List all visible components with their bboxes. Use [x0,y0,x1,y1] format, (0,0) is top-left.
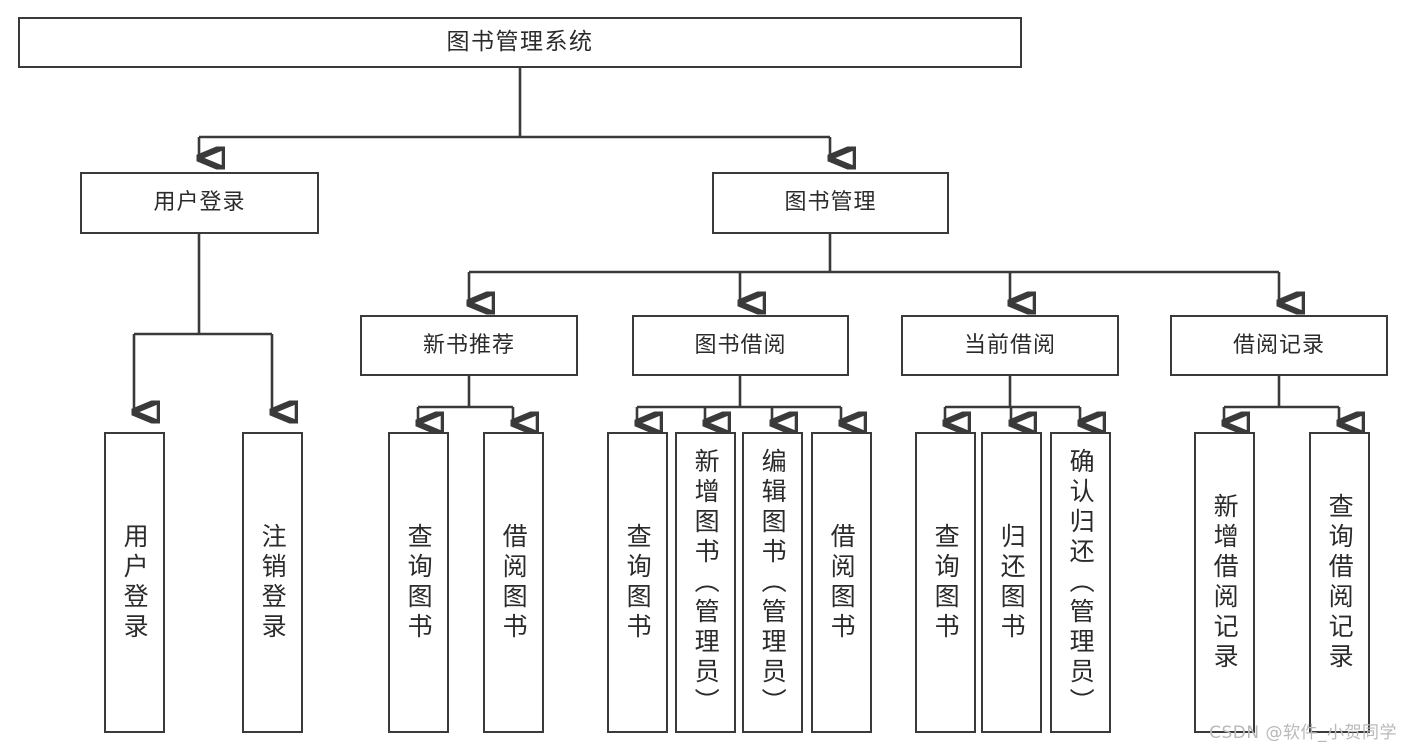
node-label: 确认归还（管理员） [1066,447,1096,718]
node-label: 用户登录 [153,190,246,216]
node-book-borrow[interactable]: 图书借阅 [632,315,849,376]
leaf-edit-book-admin[interactable]: 编辑图书（管理员） [742,432,803,733]
node-label: 查询图书 [623,522,653,643]
node-label: 图书管理系统 [446,29,594,56]
leaf-query-book-current[interactable]: 查询图书 [915,432,976,733]
leaf-query-book-borrow[interactable]: 查询图书 [607,432,668,733]
node-label: 图书管理 [784,190,877,216]
node-label: 查询图书 [931,522,961,643]
node-book-management[interactable]: 图书管理 [712,172,949,234]
node-label: 编辑图书（管理员） [758,447,788,718]
node-label: 新书推荐 [422,332,515,358]
node-label: 查询借阅记录 [1325,492,1355,673]
node-label: 新增图书（管理员） [691,447,721,718]
node-label: 当前借阅 [963,332,1056,358]
node-label: 用户登录 [120,522,150,643]
node-new-book-recommend[interactable]: 新书推荐 [360,315,578,376]
node-label: 借阅记录 [1232,332,1325,358]
node-borrow-record[interactable]: 借阅记录 [1170,315,1388,376]
node-label: 借阅图书 [827,522,857,643]
leaf-borrow-book-recommend[interactable]: 借阅图书 [483,432,544,733]
leaf-user-login[interactable]: 用户登录 [104,432,165,733]
leaf-add-book-admin[interactable]: 新增图书（管理员） [675,432,736,733]
node-label: 图书借阅 [694,332,787,358]
node-label: 新增借阅记录 [1210,492,1240,673]
leaf-confirm-return-admin[interactable]: 确认归还（管理员） [1050,432,1111,733]
leaf-borrow-book[interactable]: 借阅图书 [811,432,872,733]
node-label: 借阅图书 [499,522,529,643]
leaf-query-book-recommend[interactable]: 查询图书 [388,432,449,733]
node-user-login[interactable]: 用户登录 [80,172,319,234]
leaf-add-borrow-record[interactable]: 新增借阅记录 [1194,432,1255,733]
node-label: 查询图书 [404,522,434,643]
node-current-borrow[interactable]: 当前借阅 [901,315,1119,376]
watermark-text: CSDN @软件_小贺同学 [1209,723,1397,743]
node-root-system[interactable]: 图书管理系统 [18,17,1022,68]
node-label: 归还图书 [997,522,1027,643]
leaf-query-borrow-record[interactable]: 查询借阅记录 [1309,432,1370,733]
node-label: 注销登录 [258,522,288,643]
leaf-return-book[interactable]: 归还图书 [981,432,1042,733]
leaf-logout-login[interactable]: 注销登录 [242,432,303,733]
